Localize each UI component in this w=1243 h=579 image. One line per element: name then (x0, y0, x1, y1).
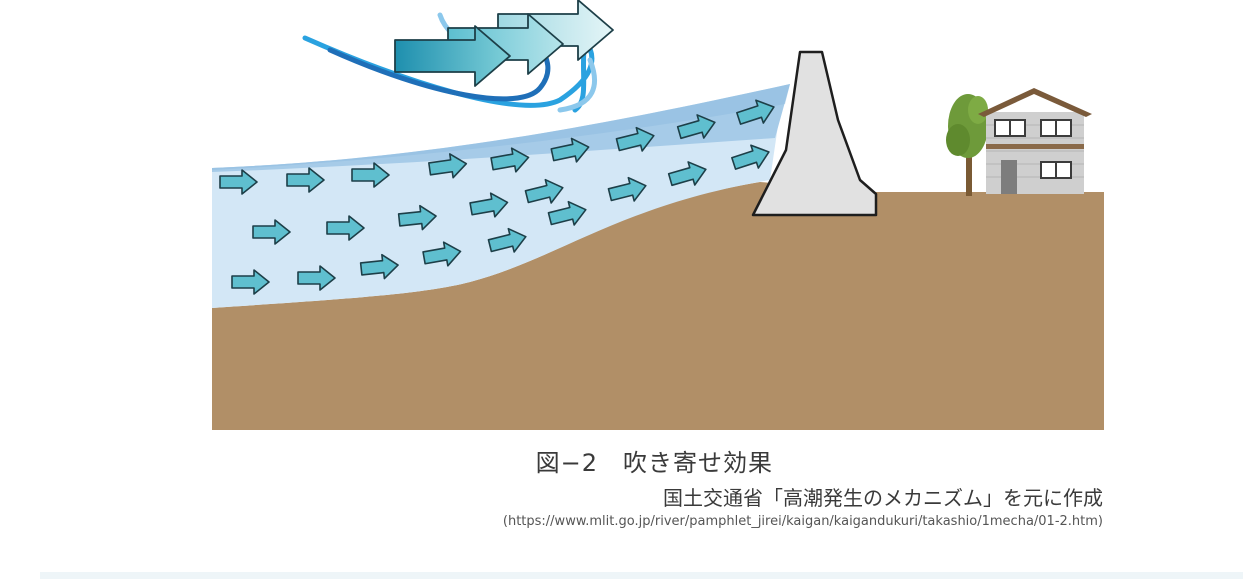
current-arrow-icon (676, 114, 716, 140)
bottom-band (40, 572, 1243, 579)
current-arrow-icon (607, 176, 647, 202)
current-arrow-icon (326, 215, 365, 241)
seawall-icon (751, 50, 878, 217)
current-arrow-icon (667, 161, 707, 187)
current-arrow-icon (219, 169, 258, 195)
surge-water (212, 84, 790, 172)
current-arrow-icon (351, 162, 390, 188)
current-arrow-icon (731, 144, 770, 170)
figure-title: 図−2 吹き寄せ効果 (535, 449, 773, 477)
current-arrow-icon (736, 99, 775, 125)
current-arrow-icon (615, 126, 655, 152)
current-arrow-icon (428, 153, 468, 179)
current-arrow-icon (469, 192, 509, 218)
source-url: (https://www.mlit.go.jp/river/pamphlet_j… (502, 514, 1103, 529)
ground (212, 182, 1104, 430)
wind-stream-dark (327, 42, 551, 102)
current-arrow-icon (297, 265, 336, 291)
current-arrow-icon (286, 167, 325, 193)
current-arrow-icon (524, 178, 564, 204)
current-arrow-icon (547, 200, 587, 226)
current-arrow-icon (550, 137, 590, 163)
current-arrow-icon (487, 227, 527, 253)
current-arrow-icon (490, 147, 530, 173)
current-arrow-icon (359, 253, 399, 280)
current-arrow-icon (252, 219, 291, 245)
house-icon (978, 88, 1092, 194)
current-arrow-icon (397, 204, 437, 231)
tree-icon (946, 94, 988, 196)
wind-arrows (394, 0, 614, 87)
figure-source: 国土交通省「高潮発生のメカニズム」を元に作成 (663, 486, 1103, 510)
current-arrows (219, 99, 775, 295)
current-arrow-icon (422, 241, 462, 267)
current-arrow-icon (231, 269, 270, 295)
wind-arrow-icon (394, 25, 511, 87)
